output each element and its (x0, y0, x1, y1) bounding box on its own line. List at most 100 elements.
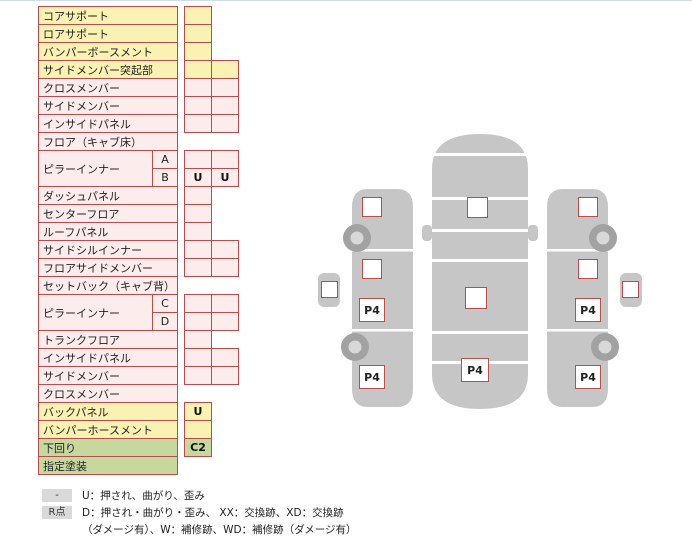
part-label: クロスメンバー (43, 387, 120, 401)
part-row-group: サイドメンバー (38, 366, 239, 385)
damage-cell (184, 42, 212, 61)
part-row-group: コアサポート (38, 6, 239, 25)
damage-cell (184, 294, 212, 313)
damage-cell-row (184, 240, 239, 259)
car-diagram (318, 134, 642, 409)
damage-cell (184, 258, 212, 277)
part-label-cell: ルーフパネル (38, 222, 178, 241)
part-row-group: センターフロア (38, 204, 239, 223)
sub-label: D (153, 312, 177, 330)
part-label: バンパーホースメント (43, 423, 153, 437)
part-label-cell: フロア（キャブ床） (38, 132, 178, 151)
part-row-group: サイドシルインナー (38, 240, 239, 259)
part-label: ダッシュパネル (43, 189, 120, 203)
damage-cell-placeholder (184, 132, 212, 151)
damage-cell (184, 312, 212, 331)
part-row-group: バンパーホースメント (38, 420, 239, 439)
mirror-left (422, 225, 432, 241)
car-left-side-view (318, 189, 413, 407)
damage-cells: C2 (184, 438, 239, 457)
legend-row: （ダメージ有）、W：補修跡、WD：補修跡（ダメージ有） (42, 522, 357, 537)
legend-row: R点 D：押され・曲がり・歪み、 XX：交換跡、XD：交換跡 (42, 505, 357, 520)
damage-cell (184, 24, 212, 43)
sub-label: C (161, 297, 169, 310)
damage-cell-placeholder (211, 24, 239, 43)
damage-cell (184, 114, 212, 133)
part-row-group: サイドメンバー突起部 (38, 60, 239, 79)
damage-cells (184, 96, 239, 115)
damage-cell-row (184, 294, 239, 313)
mirror-right (528, 225, 538, 241)
damage-cell-placeholder (184, 384, 212, 403)
part-label: トランクフロア (43, 333, 120, 347)
part-label-cell: センターフロア (38, 204, 178, 223)
damage-cells (184, 276, 239, 295)
damage-cell (211, 114, 239, 133)
damage-cell-placeholder (211, 330, 239, 349)
part-label: クロスメンバー (43, 81, 120, 95)
legend-chip: - (42, 489, 72, 502)
damage-cell-row (184, 114, 239, 133)
part-label-cell: バンパーホースメント (38, 420, 178, 439)
damage-cells (184, 42, 239, 61)
damage-cell-row (184, 258, 239, 277)
damage-cell-row (184, 204, 239, 223)
part-label: ピラーインナー (43, 306, 120, 320)
damage-cells (184, 186, 239, 205)
damage-cell-placeholder (211, 186, 239, 205)
damage-cell: U (184, 402, 212, 421)
part-label-cell: フロアサイドメンバー (38, 258, 178, 277)
damage-cells (184, 204, 239, 223)
damage-cell-row (184, 60, 239, 79)
damage-cell-row (184, 42, 239, 61)
damage-cell (211, 294, 239, 313)
damage-cell (184, 330, 212, 349)
damage-cell: C2 (184, 438, 212, 457)
part-row-group: ロアサポート (38, 24, 239, 43)
damage-cell-row: C2 (184, 438, 239, 457)
damage-cells (184, 384, 239, 403)
part-row-group: インサイドパネル (38, 348, 239, 367)
damage-cell-row (184, 420, 239, 439)
legend: - U：押され、曲がり、歪み R点 D：押され・曲がり・歪み、 XX：交換跡、X… (42, 488, 357, 539)
damage-cell-row (184, 186, 239, 205)
damage-cell-row (184, 366, 239, 385)
part-label: サイドメンバー (43, 369, 120, 383)
damage-cell-row (184, 384, 239, 403)
part-label: フロア（キャブ床） (43, 135, 142, 149)
damage-cell (184, 6, 212, 25)
part-label-cell: ダッシュパネル (38, 186, 178, 205)
damage-cell-placeholder (211, 420, 239, 439)
damage-cell-placeholder (184, 276, 212, 295)
damage-cells (184, 348, 239, 367)
damage-cells (184, 24, 239, 43)
part-label-cell: サイドメンバー (38, 96, 178, 115)
part-label: ピラーインナー (43, 162, 120, 176)
damage-cell-row (184, 24, 239, 43)
damage-cells (184, 258, 239, 277)
damage-cells (184, 420, 239, 439)
right-mirror-part (620, 273, 642, 307)
damage-cell-row (184, 6, 239, 25)
part-label: サイドシルインナー (43, 243, 142, 257)
damage-cell-placeholder (184, 456, 212, 475)
part-label-cell: 下回り (38, 438, 178, 457)
damage-cell (211, 60, 239, 79)
damage-cell (184, 78, 212, 97)
part-label: バンパーボースメント (43, 45, 153, 59)
damage-cells (184, 330, 239, 349)
damage-cells (184, 240, 239, 259)
part-label-cell: サイドシルインナー (38, 240, 178, 259)
legend-row: - U：押され、曲がり、歪み (42, 488, 357, 503)
part-row-group: インサイドパネル (38, 114, 239, 133)
part-label: ロアサポート (43, 27, 109, 41)
damage-cell-row (184, 222, 239, 241)
part-label: ルーフパネル (43, 225, 109, 239)
damage-cell: U (211, 168, 239, 187)
